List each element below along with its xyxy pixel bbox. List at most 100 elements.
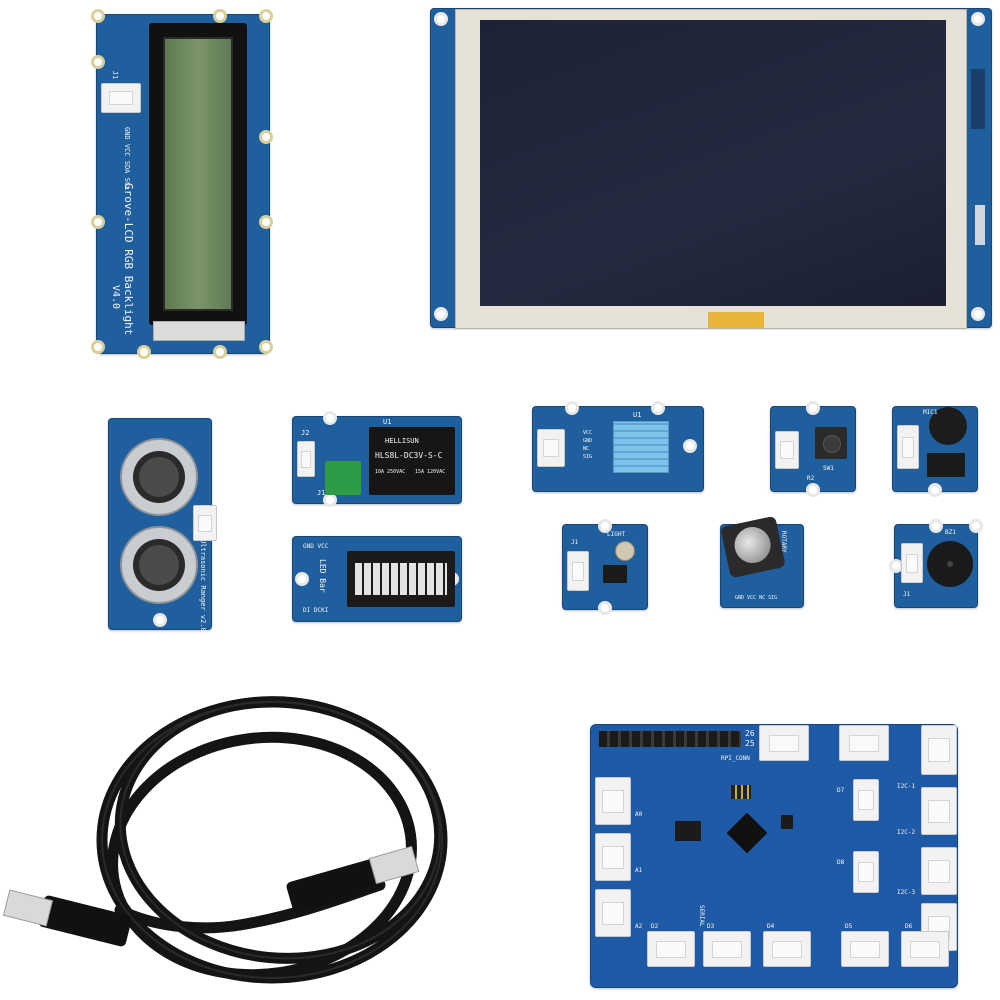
mount-hole — [598, 601, 612, 615]
mount-hole — [929, 519, 943, 533]
grove-port-a1 — [595, 833, 631, 881]
d8-label: D8 — [837, 859, 845, 866]
ultrasonic-ranger: Ultrasonic Ranger v2.0 — [108, 418, 217, 632]
touch-panel-frame — [455, 9, 967, 329]
grove-port — [853, 779, 879, 821]
button-r: R2 — [807, 475, 815, 482]
d3-label: D3 — [707, 923, 715, 930]
mount-hole — [259, 130, 273, 144]
mount-hole — [683, 439, 697, 453]
mount-hole — [259, 215, 273, 229]
button-module: SW1 R2 — [770, 401, 856, 497]
mount-hole — [971, 12, 985, 26]
mount-hole — [969, 519, 983, 533]
relay-brand: HELLISUN — [385, 437, 419, 445]
relay-body: HELLISUN HLS8L-DC3V-S-C 10A 250VAC 15A 1… — [369, 427, 455, 495]
port-label-a2: A2 — [635, 923, 643, 930]
module-version: V4.0 — [110, 285, 121, 310]
pin-gnd: GND — [303, 543, 314, 550]
mount-hole — [565, 401, 579, 415]
mount-hole — [295, 572, 309, 586]
buzzer-module: BZ1 J1 — [889, 519, 983, 608]
mount-hole — [928, 483, 942, 497]
d5-label: D5 — [845, 923, 853, 930]
serial-label: SERIAL — [698, 905, 705, 927]
mount-hole — [259, 9, 273, 23]
pin-sig: SIG — [583, 454, 593, 460]
pin-sda: SDA — [123, 160, 131, 174]
flex-cable — [708, 312, 764, 328]
pin-gnd: GND — [123, 127, 131, 140]
pin-vcc: VCC — [583, 430, 593, 436]
d4-label: D4 — [767, 923, 775, 930]
port-label-i2c-3: I2C-3 — [897, 889, 916, 896]
hdmi-cable — [2, 696, 448, 984]
rpi-conn-label: RPI_CONN — [721, 755, 750, 762]
relay-ref: U1 — [383, 418, 392, 426]
pin-vcc: VCC — [317, 543, 329, 550]
microphone — [929, 407, 967, 445]
grove-port-d4 — [763, 931, 811, 967]
lcd-rgb-module: J1 GND VCC SDA SCL Grove-LCD RGB Backlig… — [91, 9, 273, 359]
port-label-a1: A1 — [635, 867, 643, 874]
display-screen — [480, 20, 946, 306]
lcd-frame — [149, 23, 247, 325]
microcontroller-chip — [726, 812, 768, 854]
pin-nc: NC — [583, 446, 590, 452]
hdmi-plug-left — [2, 889, 132, 947]
knob — [731, 523, 774, 567]
mount-hole — [598, 519, 612, 533]
button-cap — [823, 435, 841, 453]
grove-connector — [297, 441, 315, 477]
amplifier-chip — [927, 453, 965, 477]
mount-hole — [971, 307, 985, 321]
relay-model: HLS8L-DC3V-S-C — [375, 451, 443, 460]
relay-j2: J2 — [301, 429, 310, 437]
relay-module: HELLISUN HLS8L-DC3V-S-C 10A 250VAC 15A 1… — [292, 411, 462, 507]
rotary-angle-module: ROTARY GND VCC NC SIG — [720, 515, 804, 608]
d2-label: D2 — [651, 923, 659, 930]
mount-hole — [213, 9, 227, 23]
light-sensor-module: LIGHT J1 — [562, 519, 648, 615]
relay-conn: J1 — [317, 489, 326, 497]
mount-hole — [434, 307, 448, 321]
grove-port — [759, 725, 809, 761]
mount-hole — [213, 345, 227, 359]
grove-port-a2 — [595, 889, 631, 937]
grove-port-a0 — [595, 777, 631, 825]
grove-port-d3 — [703, 931, 751, 967]
mount-hole — [434, 12, 448, 26]
header-pin-label-bottom: 25 — [745, 739, 755, 748]
pin-labels: GND VCC SDA SCL — [123, 127, 131, 190]
side-connector — [975, 205, 985, 245]
rotary-ref: ROTARY — [780, 531, 787, 553]
mount-hole — [323, 411, 337, 425]
mount-hole — [91, 340, 105, 354]
buzzer-ref: BZ1 — [945, 529, 956, 536]
touch-display-board — [430, 8, 992, 329]
mount-hole — [259, 340, 273, 354]
grove-connector — [537, 429, 565, 467]
small-chip — [781, 815, 793, 829]
ultrasonic-transducers — [120, 438, 198, 604]
grove-port — [921, 725, 957, 775]
mount-hole — [137, 345, 151, 359]
mount-hole — [91, 55, 105, 69]
relay-rating-left: 10A 250VAC — [375, 469, 406, 475]
grove-port — [853, 851, 879, 893]
grove-port-i2c-2 — [921, 847, 957, 895]
led-bar-label: LED Bar — [318, 559, 327, 593]
mount-hole — [153, 613, 167, 627]
lcd-glass — [163, 37, 233, 311]
hdmi-plug-right — [286, 845, 420, 913]
grove-port-d5 — [841, 931, 889, 967]
grove-connector — [101, 83, 141, 113]
grove-connector — [897, 425, 919, 469]
module-title: Grove-LCD RGB Backlight — [122, 183, 135, 336]
grovepi-board: 26 25 A0 A1 A2 I2C-1 I2C-2 I2C-3 RPI_CON… — [590, 724, 958, 988]
light-ref: LIGHT — [607, 531, 626, 538]
grove-port-d2 — [647, 931, 695, 967]
rotary-pins: GND VCC NC SIG — [735, 595, 778, 601]
relay-rating-right: 15A 120VAC — [415, 469, 446, 475]
gpio-header — [599, 731, 741, 747]
